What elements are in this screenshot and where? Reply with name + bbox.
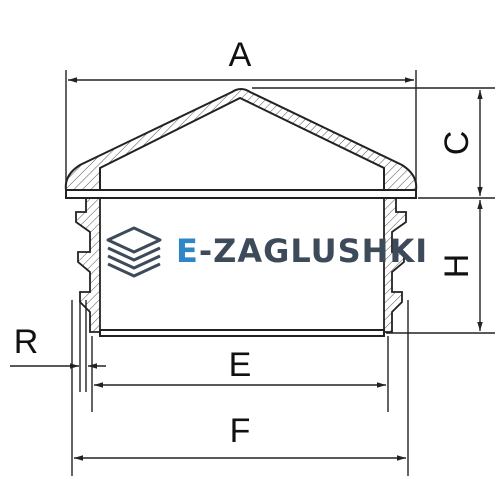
cap-profile: [64, 88, 418, 199]
watermark-brand: E-ZAGLUSHKI: [176, 232, 428, 270]
watermark: E-ZAGLUSHKI: [106, 226, 428, 278]
dimension-e-label: E: [229, 346, 252, 384]
dimension-h-label: H: [438, 254, 476, 279]
dimension-f-label: F: [230, 412, 251, 450]
cap-inner-cavity: [99, 96, 385, 196]
dimension-c-label: C: [438, 131, 476, 156]
cap-bottom-plate: [99, 329, 385, 337]
dimension-lines: [10, 70, 495, 476]
cap-flange: [65, 189, 417, 199]
dimension-a-label: A: [229, 36, 252, 74]
dimension-r-label: R: [14, 323, 39, 361]
stacked-layers-icon: [106, 226, 162, 278]
watermark-prefix: E: [176, 232, 199, 270]
left-rib-wall: [75, 197, 101, 333]
right-rib-wall: [383, 197, 407, 333]
watermark-rest: -ZAGLUSHKI: [199, 232, 428, 270]
